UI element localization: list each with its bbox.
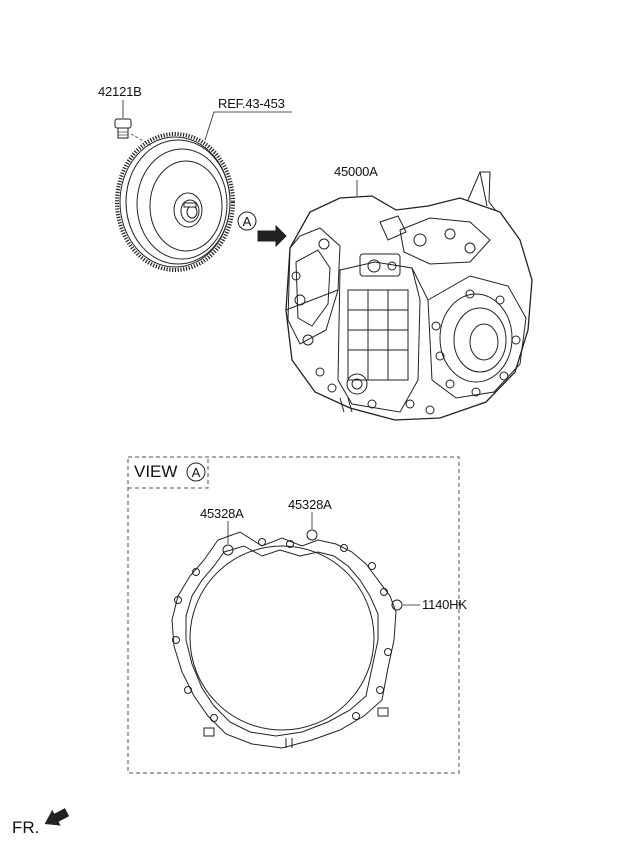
front-arrow-icon <box>44 808 70 826</box>
label-1140hk: 1140HK <box>422 597 467 612</box>
transaxle-drawing <box>285 171 533 421</box>
torque-converter-drawing <box>115 111 292 272</box>
direction-arrow-a <box>237 211 287 248</box>
label-45000a: 45000A <box>334 164 378 179</box>
view-a-letter: A <box>192 465 201 480</box>
view-a-title: VIEW <box>134 462 178 481</box>
bolt-42121b-drawing <box>114 100 153 147</box>
label-42121b: 42121B <box>98 84 142 99</box>
gasket-plate-drawing <box>171 512 420 749</box>
front-label: FR. <box>12 818 40 837</box>
label-45328a-right: 45328A <box>288 497 332 512</box>
view-a-frame <box>127 456 460 774</box>
label-ref-43-453: REF.43-453 <box>218 96 285 111</box>
label-45328a-left: 45328A <box>200 506 244 521</box>
arrow-a-letter: A <box>243 214 252 229</box>
